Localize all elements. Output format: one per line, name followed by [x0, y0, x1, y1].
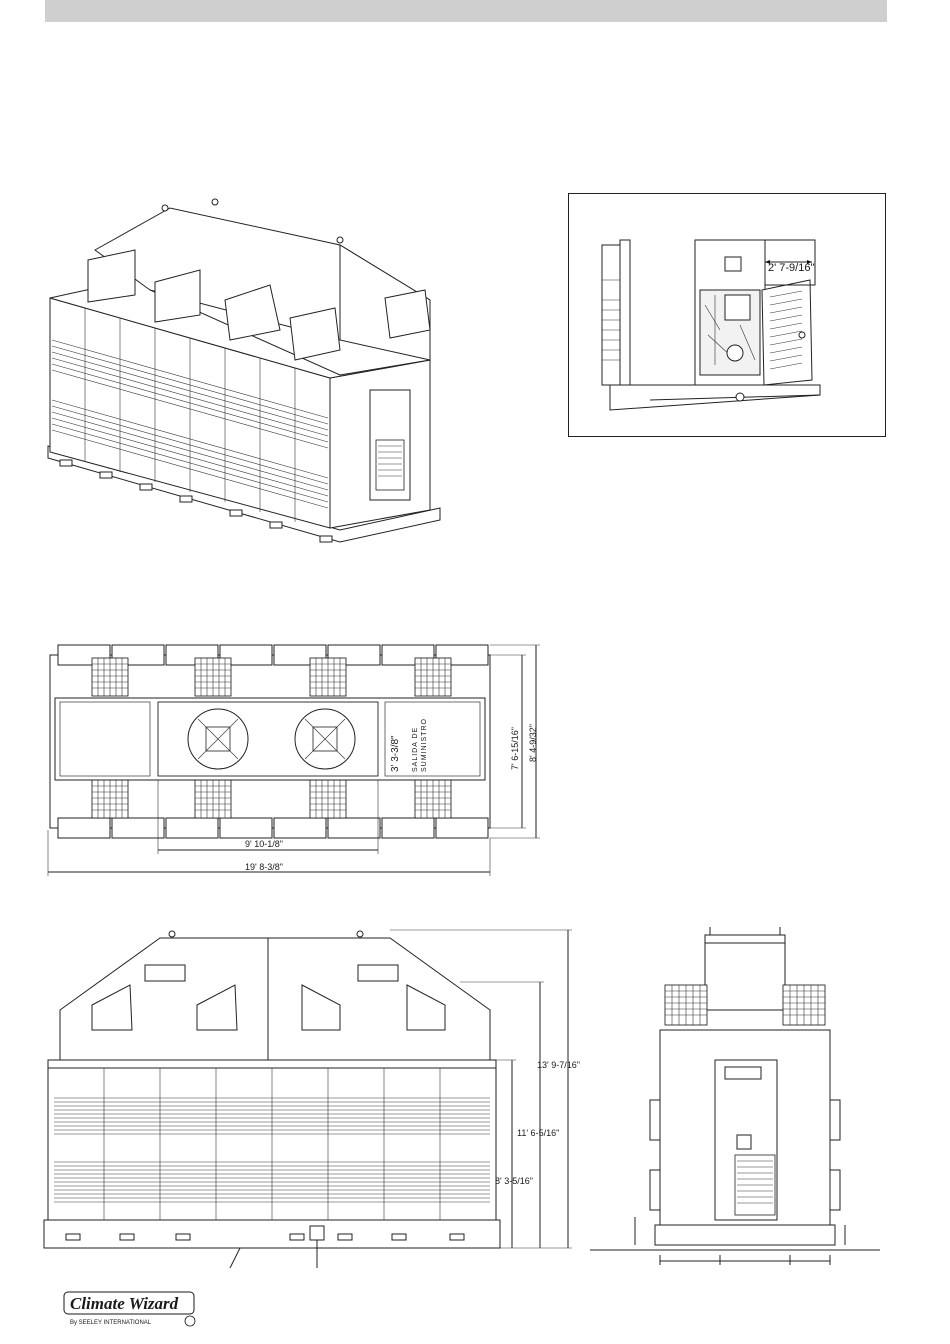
side-height-hood: 11' 6-5/16" [517, 1128, 559, 1138]
plan-width-inner: 7' 6-15/16" [510, 727, 520, 770]
outlet-label-line1: SALIDA DE [412, 727, 419, 772]
plan-view-drawing [40, 640, 560, 885]
logo-sub-text: By SEELEY INTERNATIONAL [70, 1320, 152, 1326]
outlet-label-line2: SUMINISTRO [421, 718, 428, 772]
detail-door-dimension: 2' 7-9/16" [768, 262, 814, 274]
header-bar [45, 0, 887, 22]
side-height-overall: 13' 9-7/16" [537, 1060, 580, 1070]
plan-length-overall: 19' 8-3/8" [245, 862, 283, 872]
side-elevation-drawing [40, 920, 600, 1270]
logo-brand-text: Climate Wizard [70, 1294, 179, 1313]
plan-width-outer: 8' 4-9/32" [528, 724, 538, 762]
outlet-dimension: 3' 3-3/8" [390, 735, 401, 772]
end-elevation-drawing [585, 925, 885, 1270]
climate-wizard-logo: Climate Wizard By SEELEY INTERNATIONAL [62, 1290, 202, 1334]
plan-length-inner: 9' 10-1/8" [245, 839, 283, 849]
isometric-unit-drawing [40, 190, 550, 570]
side-height-body: 8' 3-5/16" [495, 1176, 533, 1186]
